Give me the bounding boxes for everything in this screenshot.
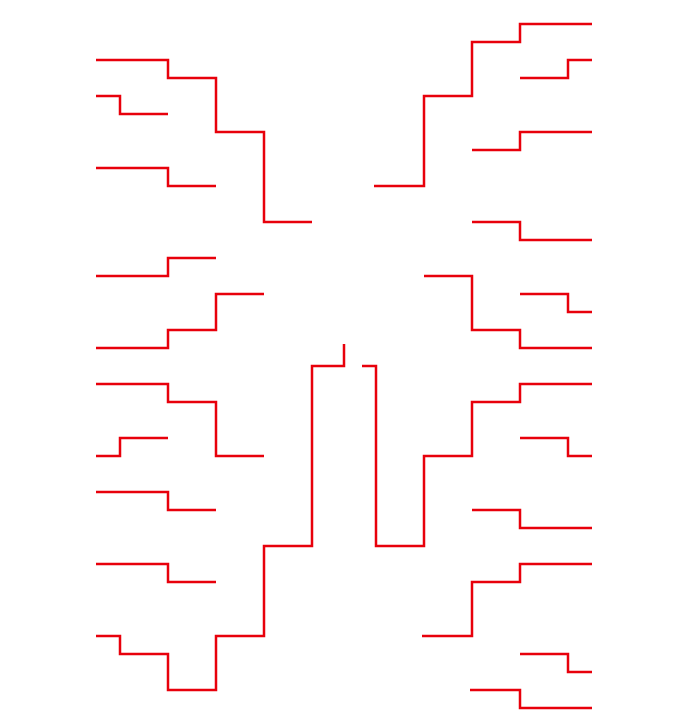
bracket-line-21 [520,652,592,674]
bracket-line-16 [424,274,592,350]
bracket-line-15 [520,292,592,314]
bracket-line-13 [472,130,592,152]
bracket-line-14 [472,220,592,242]
bracket-line-19 [472,508,592,530]
bracket-line-12 [520,58,592,80]
bracket-line-1 [96,58,312,224]
bracket-line-7 [96,436,168,458]
bracket-line-4 [96,256,216,278]
bracket-line-3 [96,166,216,188]
bracket-line-18 [520,436,592,458]
bracket-line-22 [470,688,592,710]
bracket-line-10 [96,344,346,692]
bracket-line-8 [96,490,216,512]
bracket-line-2 [96,94,168,116]
bracket-line-20 [422,562,592,638]
bracket-line-17 [362,364,592,548]
bracket-line-9 [96,562,216,584]
bracket-line-6 [96,382,264,458]
bracket-line-5 [96,292,264,350]
bracket-lines [96,22,592,710]
bracket-line-11 [374,22,592,188]
